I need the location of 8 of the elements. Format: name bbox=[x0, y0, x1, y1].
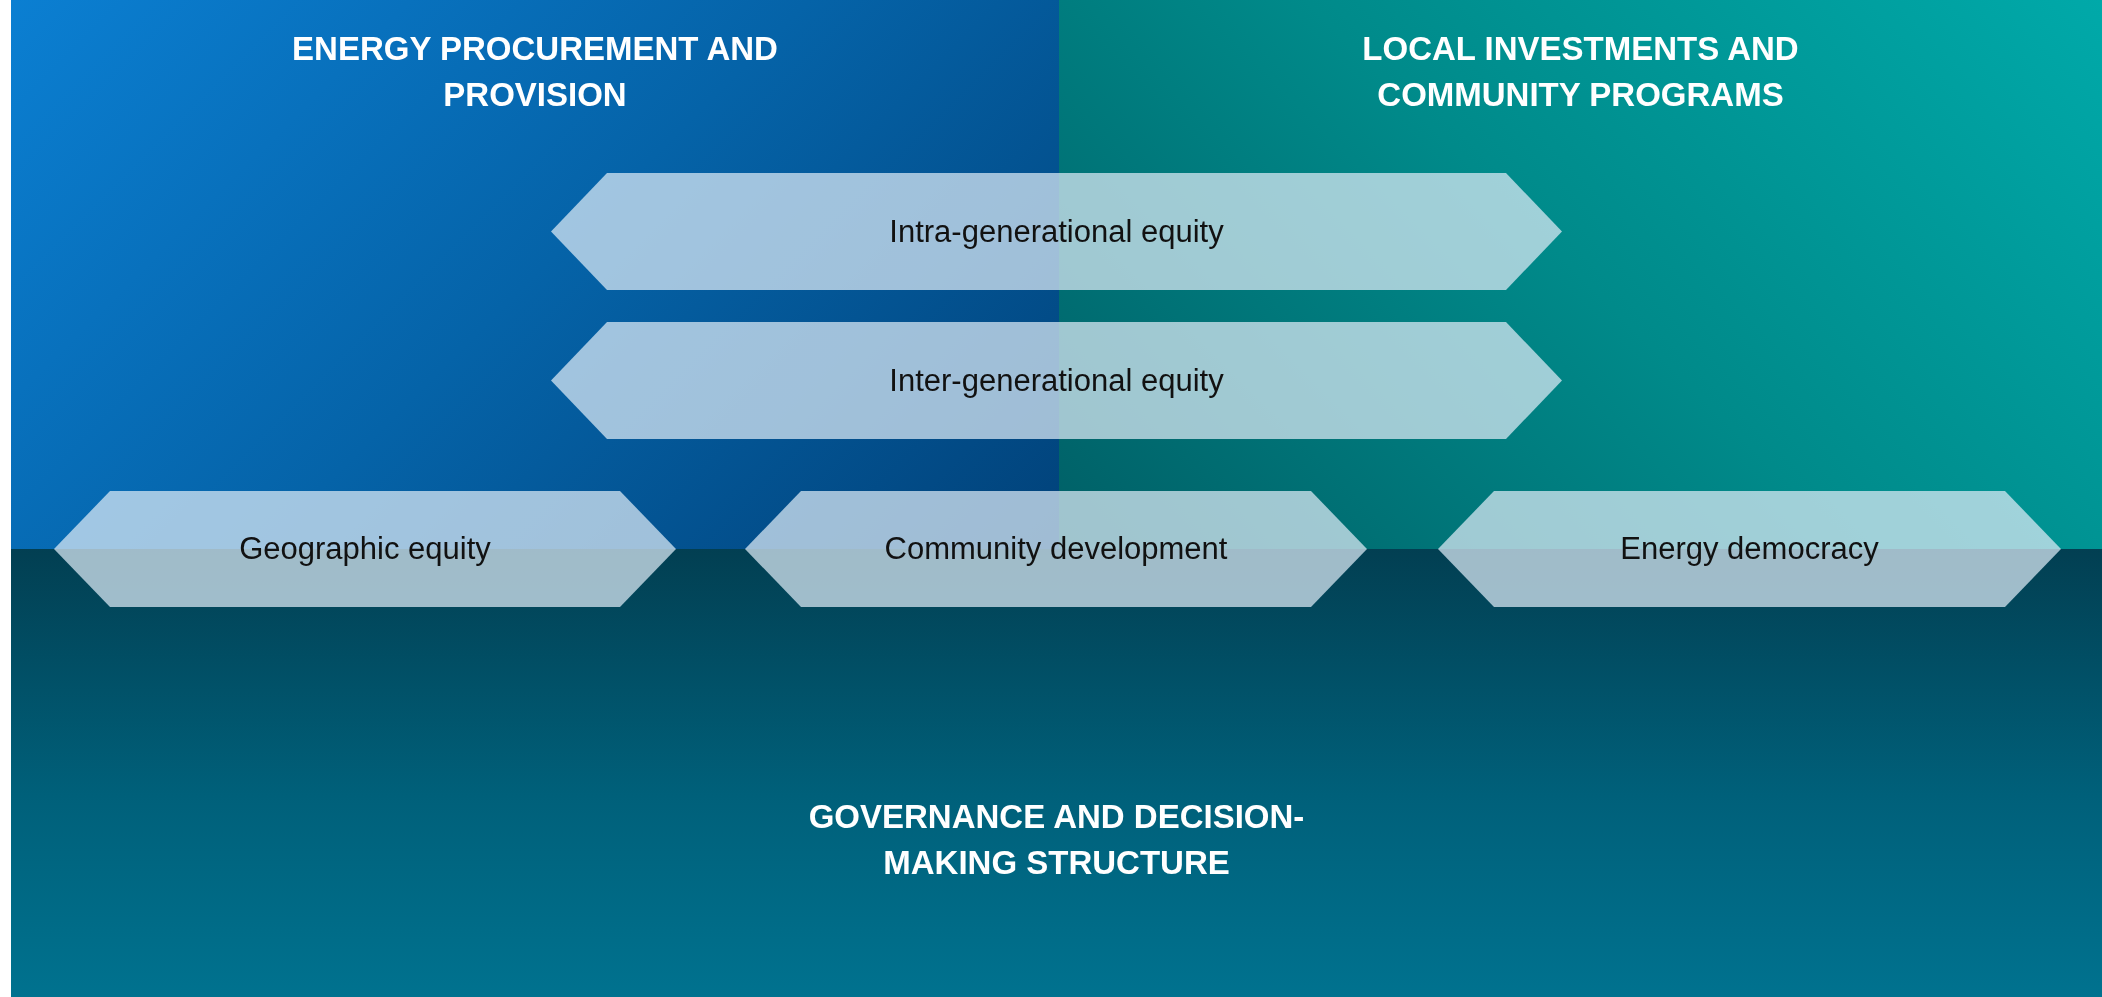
banner-label: Intra-generational equity bbox=[889, 213, 1224, 250]
banner-label: Geographic equity bbox=[239, 531, 491, 567]
panel-heading: GOVERNANCE AND DECISION-MAKING STRUCTURE bbox=[807, 797, 1306, 883]
panel-heading: ENERGY PROCUREMENT AND PROVISION bbox=[291, 29, 779, 115]
banner-label: Energy democracy bbox=[1620, 531, 1879, 567]
banner-label: Inter-generational equity bbox=[889, 362, 1224, 399]
panel-heading: LOCAL INVESTMENTS AND COMMUNITY PROGRAMS bbox=[1361, 29, 1800, 115]
banner-label: Community development bbox=[884, 531, 1228, 567]
